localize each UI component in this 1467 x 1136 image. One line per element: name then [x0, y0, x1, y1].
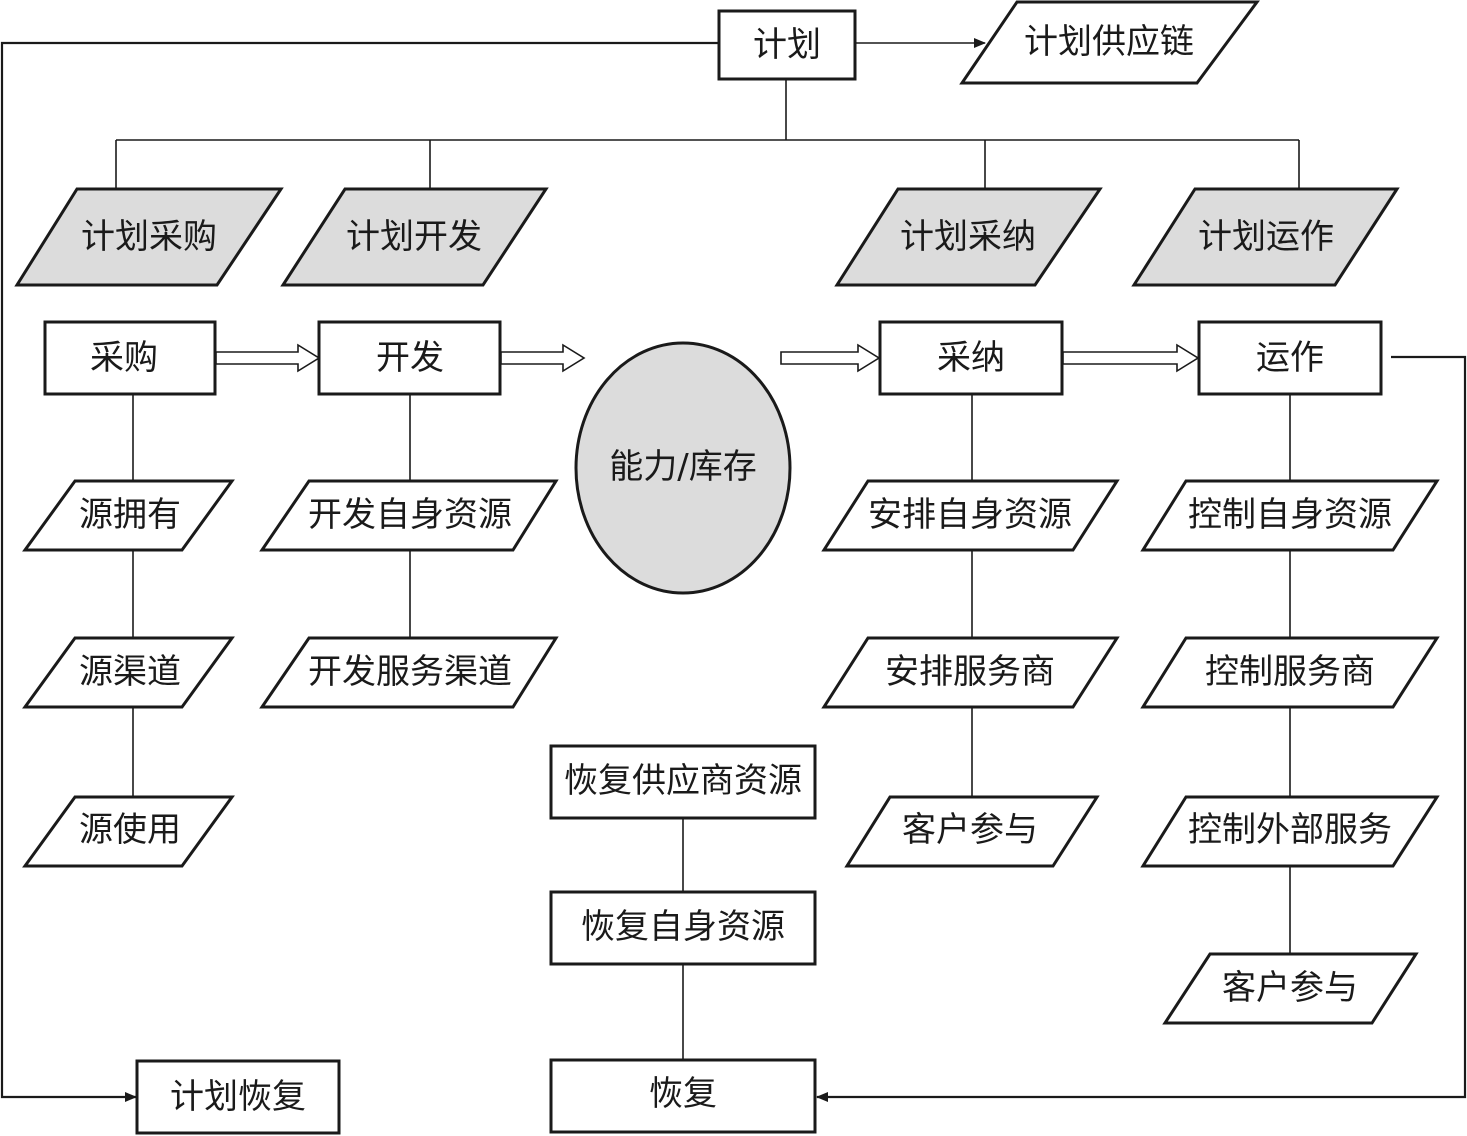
node-plan-operate[interactable]: 计划运作 — [1131, 187, 1400, 287]
node-arrange-customer-participation[interactable]: 客户参与 — [844, 795, 1100, 868]
node-capacity-inventory-label: 能力/库存 — [609, 447, 756, 487]
flow-arrow-develop-to-capacity — [500, 343, 586, 373]
node-plan-accept-label: 计划采纳 — [900, 217, 1036, 257]
node-control-customer-participation-label: 客户参与 — [1222, 968, 1358, 1008]
node-recover[interactable]: 恢复 — [549, 1058, 817, 1134]
node-source[interactable]: 采购 — [43, 320, 217, 396]
node-accept[interactable]: 采纳 — [878, 320, 1064, 396]
node-accept-label: 采纳 — [937, 338, 1005, 378]
node-recover-supplier-resources[interactable]: 恢复供应商资源 — [549, 744, 817, 820]
node-arrange-service-providers[interactable]: 安排服务商 — [821, 636, 1120, 709]
node-develop-label: 开发 — [376, 338, 444, 378]
node-plan-recovery[interactable]: 计划恢复 — [135, 1059, 341, 1135]
node-arrange-customer-participation-label: 客户参与 — [902, 810, 1038, 850]
node-plan[interactable]: 计划 — [717, 9, 857, 81]
node-recover-supplier-resources-label: 恢复供应商资源 — [564, 761, 802, 801]
node-plan-operate-label: 计划运作 — [1198, 217, 1334, 257]
connector-plan-to-plan-recovery — [0, 41, 719, 1102]
node-control-own-resources-label: 控制自身资源 — [1188, 495, 1392, 535]
node-plan-supply-chain-label: 计划供应链 — [1024, 22, 1194, 62]
node-arrange-service-providers-label: 安排服务商 — [885, 652, 1055, 692]
node-develop-own-resources[interactable]: 开发自身资源 — [259, 479, 559, 552]
node-develop-service-channel-label: 开发服务渠道 — [308, 652, 512, 692]
node-control-customer-participation[interactable]: 客户参与 — [1162, 952, 1419, 1025]
connector-operate-to-recover — [816, 355, 1467, 1102]
node-recover-own-resources-label: 恢复自身资源 — [581, 907, 785, 947]
node-control-external-services[interactable]: 控制外部服务 — [1140, 795, 1440, 868]
node-control-external-services-label: 控制外部服务 — [1188, 810, 1392, 850]
node-plan-label: 计划 — [753, 25, 821, 65]
node-control-service-providers[interactable]: 控制服务商 — [1140, 636, 1440, 709]
node-plan-source[interactable]: 计划采购 — [14, 187, 284, 287]
node-plan-source-label: 计划采购 — [81, 217, 217, 257]
node-plan-develop-label: 计划开发 — [346, 217, 482, 257]
node-recover-label: 恢复 — [649, 1074, 717, 1114]
flow-arrows — [215, 343, 1200, 373]
node-arrange-own-resources-label: 安排自身资源 — [868, 495, 1072, 535]
node-operate[interactable]: 运作 — [1197, 320, 1383, 396]
node-control-service-providers-label: 控制服务商 — [1205, 652, 1375, 692]
node-source-channel[interactable]: 源渠道 — [22, 636, 235, 709]
node-source-owned-label: 源拥有 — [79, 495, 181, 535]
flow-arrow-accept-to-operate — [1062, 343, 1200, 373]
flow-arrow-source-to-develop — [215, 343, 321, 373]
node-plan-develop[interactable]: 计划开发 — [280, 187, 549, 287]
node-control-own-resources[interactable]: 控制自身资源 — [1140, 479, 1440, 552]
node-source-owned[interactable]: 源拥有 — [22, 479, 235, 552]
flow-arrow-capacity-to-accept — [780, 343, 881, 373]
node-source-use[interactable]: 源使用 — [22, 795, 235, 868]
node-plan-supply-chain[interactable]: 计划供应链 — [959, 0, 1260, 85]
node-develop[interactable]: 开发 — [317, 320, 502, 396]
node-recover-own-resources[interactable]: 恢复自身资源 — [549, 890, 817, 966]
node-arrange-own-resources[interactable]: 安排自身资源 — [821, 479, 1120, 552]
node-capacity-inventory[interactable]: 能力/库存 — [574, 341, 792, 595]
node-source-use-label: 源使用 — [79, 810, 181, 850]
node-plan-recovery-label: 计划恢复 — [170, 1077, 306, 1117]
node-source-channel-label: 源渠道 — [79, 652, 181, 692]
node-plan-accept[interactable]: 计划采纳 — [834, 187, 1103, 287]
node-develop-service-channel[interactable]: 开发服务渠道 — [259, 636, 559, 709]
node-source-label: 采购 — [90, 338, 158, 378]
node-develop-own-resources-label: 开发自身资源 — [308, 495, 512, 535]
node-operate-label: 运作 — [1256, 338, 1324, 378]
